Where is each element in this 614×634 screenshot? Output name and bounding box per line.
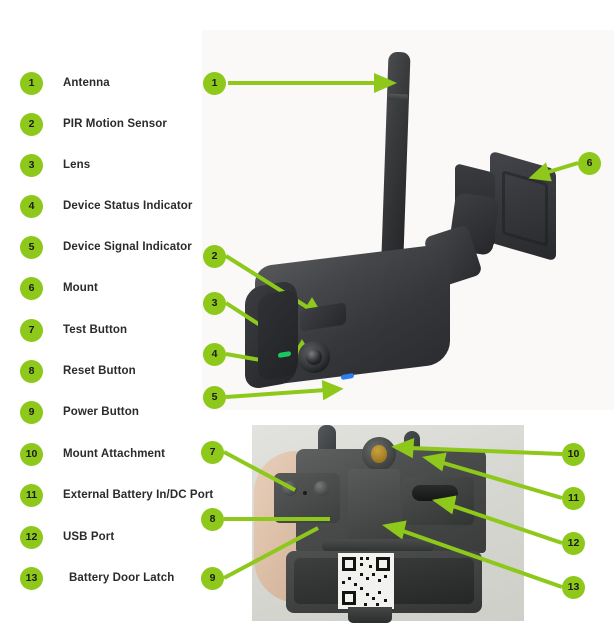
- legend-label-mount: Mount: [63, 282, 98, 294]
- battery-door-tab: [348, 607, 392, 623]
- qr-code-label: [338, 553, 394, 609]
- legend-item-9: 9 Power Button: [0, 400, 139, 424]
- legend-list: 1 Antenna 2 PIR Motion Sensor 3 Lens 4 D…: [0, 0, 213, 634]
- legend-item-1: 1 Antenna: [0, 71, 110, 95]
- legend-label-antenna: Antenna: [63, 77, 110, 89]
- callout-5: 5: [203, 386, 226, 409]
- callout-badge-13: 13: [562, 576, 585, 599]
- callout-12: 12: [562, 532, 585, 555]
- callout-13: 13: [562, 576, 585, 599]
- mount-attachment-socket: [362, 437, 396, 471]
- legend-item-2: 2 PIR Motion Sensor: [0, 112, 167, 136]
- callout-badge-10: 10: [562, 443, 585, 466]
- legend-item-8: 8 Reset Button: [0, 359, 136, 383]
- legend-badge-8: 8: [20, 359, 43, 383]
- callout-9: 9: [201, 567, 224, 590]
- legend-item-12: 12 USB Port: [0, 525, 114, 549]
- legend-label-device-status-indicator: Device Status Indicator: [63, 200, 193, 212]
- legend-label-device-signal-indicator: Device Signal Indicator: [63, 241, 192, 253]
- callout-4: 4: [203, 343, 226, 366]
- legend-badge-7: 7: [20, 318, 43, 342]
- callout-badge-5: 5: [203, 386, 226, 409]
- legend-badge-3: 3: [20, 153, 43, 177]
- callout-badge-11: 11: [562, 487, 585, 510]
- callout-8: 8: [201, 508, 224, 531]
- reset-button-graphic: [303, 491, 307, 495]
- legend-label-mount-attachment: Mount Attachment: [63, 448, 166, 460]
- legend-item-13: 13 Battery Door Latch: [0, 566, 174, 590]
- legend-label-power-button: Power Button: [63, 406, 139, 418]
- callout-badge-1: 1: [203, 72, 226, 95]
- legend-label-reset-button: Reset Button: [63, 365, 136, 377]
- power-button-graphic: [314, 481, 329, 496]
- legend-item-4: 4 Device Status Indicator: [0, 194, 192, 218]
- legend-badge-1: 1: [20, 71, 43, 95]
- legend-item-10: 10 Mount Attachment: [0, 442, 165, 466]
- product-photo-panel: [252, 425, 524, 623]
- mount-wall-plate: [490, 150, 556, 262]
- legend-badge-5: 5: [20, 235, 43, 259]
- callout-1: 1: [203, 72, 226, 95]
- legend-label-lens: Lens: [63, 159, 91, 171]
- legend-badge-11: 11: [20, 483, 43, 507]
- callout-7: 7: [201, 441, 224, 464]
- legend-item-11: 11 External Battery In/DC Port: [0, 483, 213, 507]
- lens-graphic: [298, 341, 330, 373]
- callout-badge-7: 7: [201, 441, 224, 464]
- legend-item-3: 3 Lens: [0, 153, 90, 177]
- callout-badge-8: 8: [201, 508, 224, 531]
- callout-11: 11: [562, 487, 585, 510]
- legend-badge-4: 4: [20, 194, 43, 218]
- legend-badge-2: 2: [20, 112, 43, 136]
- legend-badge-9: 9: [20, 400, 43, 424]
- legend-badge-10: 10: [20, 442, 43, 466]
- usb-port-graphic: [412, 485, 458, 501]
- callout-2: 2: [203, 245, 226, 268]
- legend-label-usb-port: USB Port: [63, 531, 115, 543]
- callout-badge-4: 4: [203, 343, 226, 366]
- callout-3: 3: [203, 292, 226, 315]
- callout-badge-3: 3: [203, 292, 226, 315]
- legend-label-test-button: Test Button: [63, 324, 128, 336]
- callout-badge-12: 12: [562, 532, 585, 555]
- legend-label-external-battery-dc-port: External Battery In/DC Port: [63, 489, 214, 501]
- battery-door-latch-graphic: [348, 469, 400, 541]
- test-button-graphic: [282, 481, 297, 496]
- callout-badge-6: 6: [578, 152, 601, 175]
- legend-badge-13: 13: [20, 566, 43, 590]
- legend-label-pir-motion-sensor: PIR Motion Sensor: [63, 118, 167, 130]
- callout-6: 6: [578, 152, 601, 175]
- callout-badge-2: 2: [203, 245, 226, 268]
- button-pad: [274, 473, 340, 523]
- callout-badge-9: 9: [201, 567, 224, 590]
- legend-item-6: 6 Mount: [0, 276, 98, 300]
- callout-10: 10: [562, 443, 585, 466]
- legend-badge-6: 6: [20, 276, 43, 300]
- legend-item-5: 5 Device Signal Indicator: [0, 235, 192, 259]
- legend-item-7: 7 Test Button: [0, 318, 127, 342]
- legend-badge-12: 12: [20, 525, 43, 549]
- legend-label-battery-door-latch: Battery Door Latch: [69, 572, 175, 584]
- camera-face: [258, 288, 298, 382]
